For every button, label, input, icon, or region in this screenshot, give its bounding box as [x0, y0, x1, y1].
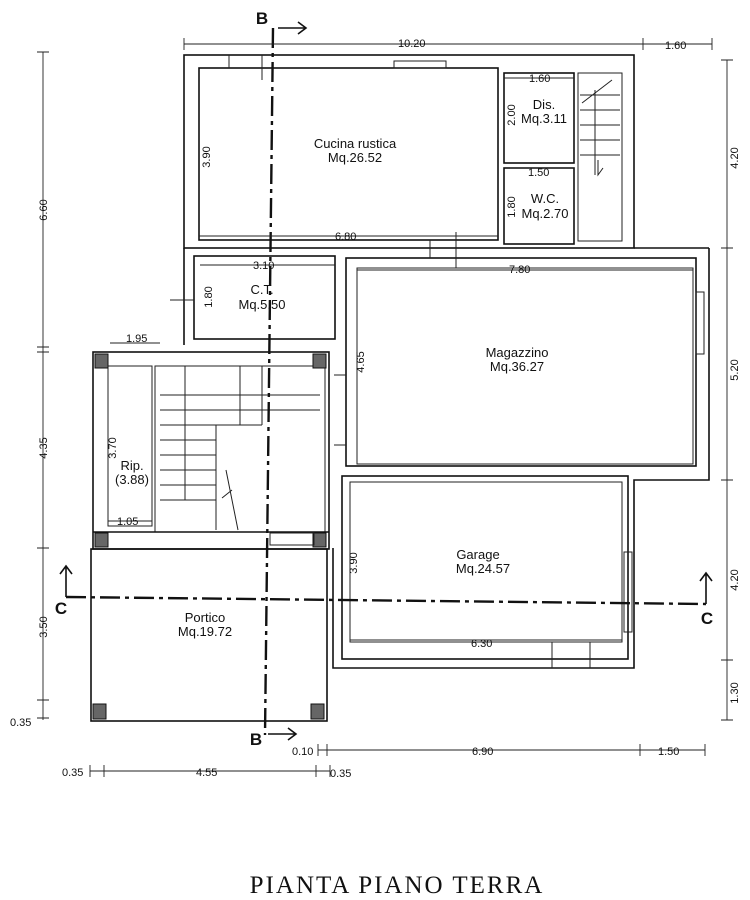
section-b-arrow-bottom [268, 727, 298, 741]
dim-line-left [37, 51, 49, 720]
dim-rip-w: 1.05 [117, 516, 138, 528]
room-name-ct: C.T. [250, 282, 273, 297]
dim-right-lower: 4.20 [729, 569, 741, 590]
lower-stair-arrow [221, 469, 239, 531]
dim-garage-w: 6.30 [471, 638, 492, 650]
pillar [92, 703, 107, 720]
room-labels: Cucina rustica Mq.26.52 Dis. Mq.3.11 W.C… [115, 97, 568, 639]
dim-right-top: 4.20 [729, 147, 741, 168]
room-name-garage: Garage [456, 547, 499, 562]
room-area-ct: Mq.5.50 [239, 297, 286, 312]
garage-inner [349, 481, 623, 643]
ct-inner [193, 255, 336, 340]
portico-outline [90, 548, 328, 722]
room-area-wc: Mq.2.70 [522, 206, 569, 221]
section-c-arrow-right [699, 571, 713, 604]
section-line-c [65, 595, 707, 606]
dim-wc-w: 1.50 [528, 167, 549, 179]
dim-lines-interior [108, 77, 693, 641]
dim-top-main: 10.20 [398, 38, 426, 50]
dim-cucina-w: 6.80 [335, 231, 356, 243]
room-area-magazzino: Mq.36.27 [490, 359, 544, 374]
section-label-b-bottom: B [250, 730, 262, 749]
dim-ct-h: 1.80 [203, 286, 215, 307]
room-name-rip: Rip. [120, 458, 143, 473]
room-name-dis: Dis. [533, 97, 555, 112]
dim-magazzino-w: 7.80 [509, 264, 530, 276]
pillar [310, 703, 325, 720]
magazzino-outer [345, 257, 697, 467]
room-area-dis: Mq.3.11 [521, 111, 567, 126]
dim-left-lower: 3.50 [38, 616, 50, 637]
dim-bottom2-b: 4.55 [196, 767, 217, 779]
room-name-portico: Portico [185, 610, 225, 625]
window [623, 551, 633, 633]
dim-bottom2-a: 0.35 [62, 767, 83, 779]
room-name-magazzino: Magazzino [486, 345, 549, 360]
room-area-cucina: Mq.26.52 [328, 150, 382, 165]
dimension-texts: 10.20 1.60 6.60 4.35 3.50 0.35 4.20 5.20… [10, 38, 741, 780]
dim-cucina-h: 3.90 [201, 146, 213, 167]
room-name-cucina: Cucina rustica [314, 136, 397, 151]
cucina-inner [198, 67, 499, 241]
dim-line-bottom-2 [89, 765, 331, 777]
dim-magazzino-h: 4.65 [355, 351, 367, 372]
room-area-garage: Mq.24.57 [456, 561, 510, 576]
upper-stair-area [577, 72, 623, 242]
dim-wc-h: 1.80 [506, 196, 518, 217]
plan-title: PIANTA PIANO TERRA [250, 872, 545, 899]
room-area-portico: Mq.19.72 [178, 624, 232, 639]
pillar [94, 532, 109, 548]
section-label-b-top: B [256, 9, 268, 28]
upper-stair-treads [580, 90, 620, 175]
section-b-arrow-top [278, 21, 308, 35]
pillar [94, 353, 109, 369]
room-area-rip: (3.88) [115, 472, 149, 487]
room-name-wc: W.C. [531, 191, 559, 206]
dim-left-upper: 6.60 [38, 199, 50, 220]
dim-ct-w: 3.10 [253, 260, 274, 272]
section-line-b [263, 27, 275, 736]
dim-left-base: 0.35 [10, 717, 31, 729]
window [695, 291, 705, 355]
dis-inner [503, 72, 575, 164]
window [269, 532, 315, 546]
dim-right-middle: 5.20 [729, 359, 741, 380]
stairs [160, 79, 620, 531]
pillar [312, 353, 327, 369]
dim-dis-w: 1.60 [529, 73, 550, 85]
dim-bottom-b: 6.90 [472, 746, 493, 758]
dim-line-bottom [317, 744, 706, 756]
dim-top-right: 1.60 [665, 40, 686, 52]
dim-bottom-c: 1.50 [658, 746, 679, 758]
section-c-arrow-left [59, 564, 73, 597]
section-lines [59, 21, 713, 741]
garage-outer [341, 475, 629, 660]
magazzino-inner [356, 267, 694, 465]
rip-inner [107, 365, 153, 527]
walls [90, 54, 710, 722]
dim-left-middle: 4.35 [38, 437, 50, 458]
pillar [312, 532, 327, 548]
dim-right-base: 1.30 [729, 682, 741, 703]
dim-rip-h: 3.70 [107, 437, 119, 458]
dim-dis-h: 2.00 [506, 104, 518, 125]
pillars [92, 353, 327, 720]
middle-outer [183, 247, 710, 669]
dim-line-top [183, 38, 713, 50]
dim-line-right [721, 59, 733, 721]
upper-stair-arrow [581, 79, 613, 177]
lower-stair-treads [160, 366, 320, 530]
upper-block-outer [183, 54, 635, 249]
dim-bottom2-c: 0.35 [330, 768, 351, 780]
section-label-c-right: C [701, 609, 713, 628]
section-label-c-left: C [55, 599, 67, 618]
dim-rip-top: 1.95 [126, 333, 147, 345]
dim-garage-h: 3.90 [348, 552, 360, 573]
window [393, 60, 447, 69]
windows [170, 55, 705, 668]
dimension-lines [37, 38, 733, 777]
dim-bottom-a: 0.10 [292, 746, 313, 758]
